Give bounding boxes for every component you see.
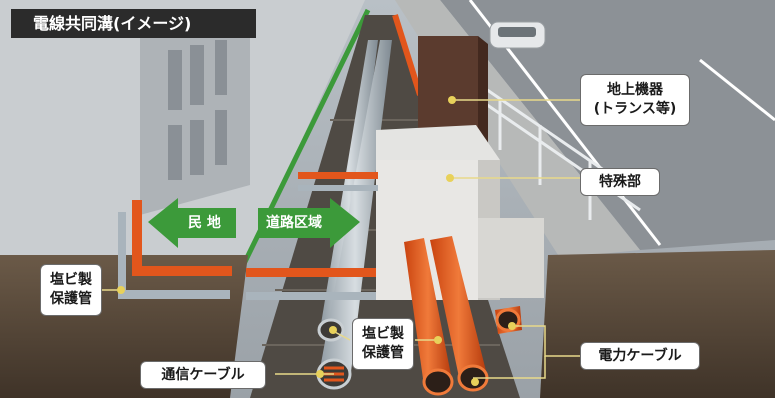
label-pvc-pipe-left-line1: 塩ビ製 [50, 272, 92, 288]
arrow-private-land [148, 198, 236, 248]
pvc-pipe-horizontal-orange-right [246, 268, 376, 277]
car-icon [489, 21, 546, 49]
power-pipe-1 [404, 238, 452, 386]
label-ground-equipment-line1: 地上機器 [607, 82, 663, 98]
arrow-road-area [258, 198, 360, 248]
orange-service-pipe [392, 14, 423, 96]
small-box [478, 218, 544, 298]
label-pvc-pipe-center: 塩ビ製 保護管 [352, 318, 414, 370]
label-telecom-cable: 通信ケーブル [140, 361, 266, 389]
pvc-pipe-vertical-orange [132, 200, 142, 275]
pvc-pipe-vertical-gray [118, 212, 126, 295]
pvc-pipe-horizontal-gray-right [246, 292, 376, 300]
pvc-pipe-horizontal-orange-left [132, 266, 232, 276]
leader-dots [117, 96, 516, 386]
special-section-top [376, 125, 500, 165]
private-land-label: 民 地 [188, 215, 221, 231]
label-pvc-pipe-center-line2: 保護管 [362, 345, 404, 361]
label-special-section: 特殊部 [580, 168, 660, 196]
power-pipe-end-1 [422, 368, 454, 396]
diagram-title: 電線共同溝(イメージ) [11, 9, 256, 38]
upper-branch-orange [298, 172, 378, 179]
ground-equipment-side [478, 36, 488, 150]
label-ground-equipment-line2: (トランス等) [593, 101, 677, 117]
leader-lines [100, 99, 580, 379]
label-pvc-pipe-center-line1: 塩ビ製 [362, 326, 404, 342]
label-pvc-pipe-left-line2: 保護管 [50, 291, 92, 307]
upper-branch-gray [298, 185, 378, 191]
building-windows [168, 40, 227, 180]
label-ground-equipment: 地上機器 (トランス等) [580, 74, 690, 126]
soil-right [540, 250, 775, 398]
pvc-pipe-horizontal-gray-left [118, 290, 230, 299]
label-power-cable: 電力ケーブル [580, 342, 700, 370]
power-pipe-2 [430, 236, 487, 382]
road-area-label: 道路区域 [266, 215, 322, 231]
building-face [140, 10, 250, 215]
label-pvc-pipe-left: 塩ビ製 保護管 [40, 264, 102, 316]
